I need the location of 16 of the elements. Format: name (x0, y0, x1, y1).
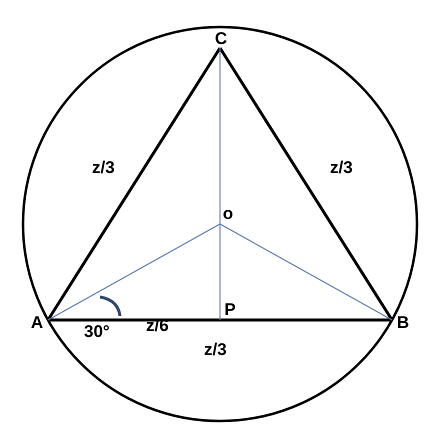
point-label: B (392, 312, 414, 334)
line-segment (48, 224, 220, 320)
line-segment (48, 318, 392, 322)
point-label: A (26, 312, 48, 334)
point-label: o (221, 204, 235, 224)
point-label: P (220, 300, 240, 320)
edge-label: z/3 (204, 340, 227, 360)
line-segment (218, 47, 394, 321)
angle-label: 30° (84, 322, 110, 342)
line-segment (220, 224, 392, 320)
line-segment (46, 47, 222, 321)
line-segment (219, 48, 221, 224)
edge-label: z/3 (92, 158, 115, 178)
line-segment (219, 224, 221, 320)
point-label: C (212, 30, 230, 48)
edge-label: z/3 (330, 158, 353, 178)
